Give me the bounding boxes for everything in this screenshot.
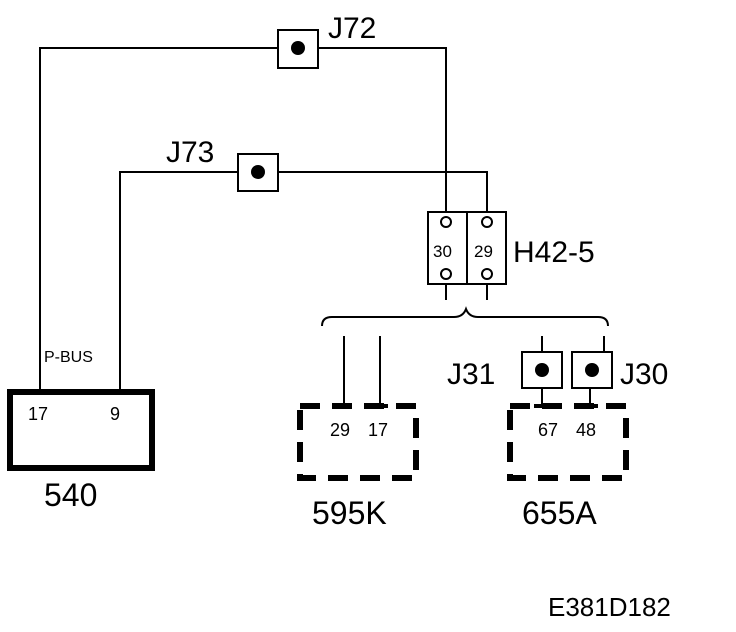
connector-h42-5 bbox=[427, 211, 507, 285]
module-595k-pin-29: 29 bbox=[330, 420, 350, 440]
module-540-pin-9: 9 bbox=[110, 404, 120, 424]
connector-pin-30: 30 bbox=[433, 242, 452, 261]
module-655a-box bbox=[507, 403, 629, 481]
module-540-label: 540 bbox=[44, 477, 97, 513]
module-540-box bbox=[7, 389, 155, 471]
group-brace bbox=[321, 306, 609, 327]
wire-pbus-17 bbox=[39, 47, 447, 392]
module-655a-pin-67: 67 bbox=[538, 420, 558, 440]
junction-j73-label: J73 bbox=[166, 136, 214, 169]
connector-label: H42-5 bbox=[513, 236, 595, 269]
module-595k-pin-17: 17 bbox=[368, 420, 388, 440]
junction-j72 bbox=[277, 29, 319, 69]
junction-j72-label: J72 bbox=[328, 12, 376, 45]
module-595k-label: 595K bbox=[312, 495, 387, 531]
junction-j31 bbox=[521, 351, 563, 389]
module-655a-pin-48: 48 bbox=[576, 420, 596, 440]
module-655a-label: 655A bbox=[522, 495, 597, 531]
junction-j30 bbox=[571, 351, 613, 389]
bus-label: P-BUS bbox=[44, 349, 93, 366]
junction-j73 bbox=[237, 153, 279, 192]
module-540-pin-17: 17 bbox=[28, 404, 48, 424]
junction-j31-label: J31 bbox=[447, 358, 495, 391]
wire-pbus-9 bbox=[119, 171, 488, 392]
junction-j30-label: J30 bbox=[620, 358, 668, 391]
module-595k-box bbox=[297, 403, 419, 481]
connector-pin-29: 29 bbox=[474, 242, 493, 261]
diagram-id: E381D182 bbox=[548, 592, 671, 622]
